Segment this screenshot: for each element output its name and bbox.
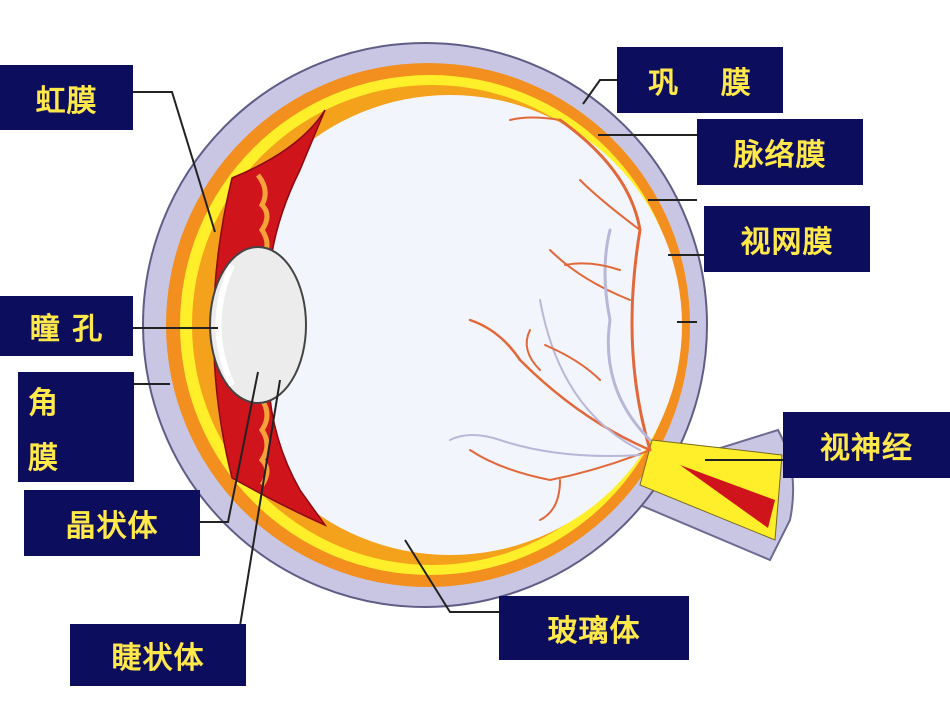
label-pupil: 瞳 孔: [0, 296, 133, 356]
retinal-vessels: [449, 116, 652, 521]
label-vitreous-body-text: 玻璃体: [547, 614, 641, 649]
iris-ciliary: [212, 109, 328, 527]
label-cornea-text-line2: 膜: [28, 440, 59, 476]
label-retina: 视网膜: [704, 206, 870, 272]
optic-nerve-vessel: [680, 465, 775, 528]
label-optic-nerve-text: 视神经: [820, 431, 913, 466]
label-sclera: 巩 膜: [617, 47, 783, 113]
lens: [209, 246, 307, 404]
label-cornea-text-line1: 角: [28, 385, 59, 421]
pupil-edge: [215, 263, 235, 387]
label-cornea: 角 膜: [18, 372, 134, 482]
label-optic-nerve: 视神经: [783, 412, 950, 478]
label-pupil-text: 瞳 孔: [29, 312, 104, 347]
label-ciliary-body: 睫状体: [70, 624, 246, 686]
label-vitreous-body: 玻璃体: [499, 596, 689, 660]
label-sclera-text: 巩 膜: [648, 66, 752, 101]
ciliary-ruffles-bottom: [258, 398, 270, 487]
label-choroid: 脉络膜: [697, 119, 863, 185]
label-iris-text: 虹膜: [35, 83, 98, 119]
label-iris: 虹膜: [0, 65, 133, 130]
leader-lines: [133, 79, 783, 627]
optic-nerve: [639, 439, 783, 541]
ciliary-ruffles-top: [255, 173, 270, 260]
label-ciliary-body-text: 睫状体: [111, 641, 205, 676]
label-lens-text: 晶状体: [65, 509, 159, 544]
vitreous-body: [218, 95, 682, 555]
label-lens: 晶状体: [24, 490, 200, 556]
label-retina-text: 视网膜: [740, 225, 834, 260]
label-choroid-text: 脉络膜: [733, 138, 827, 173]
